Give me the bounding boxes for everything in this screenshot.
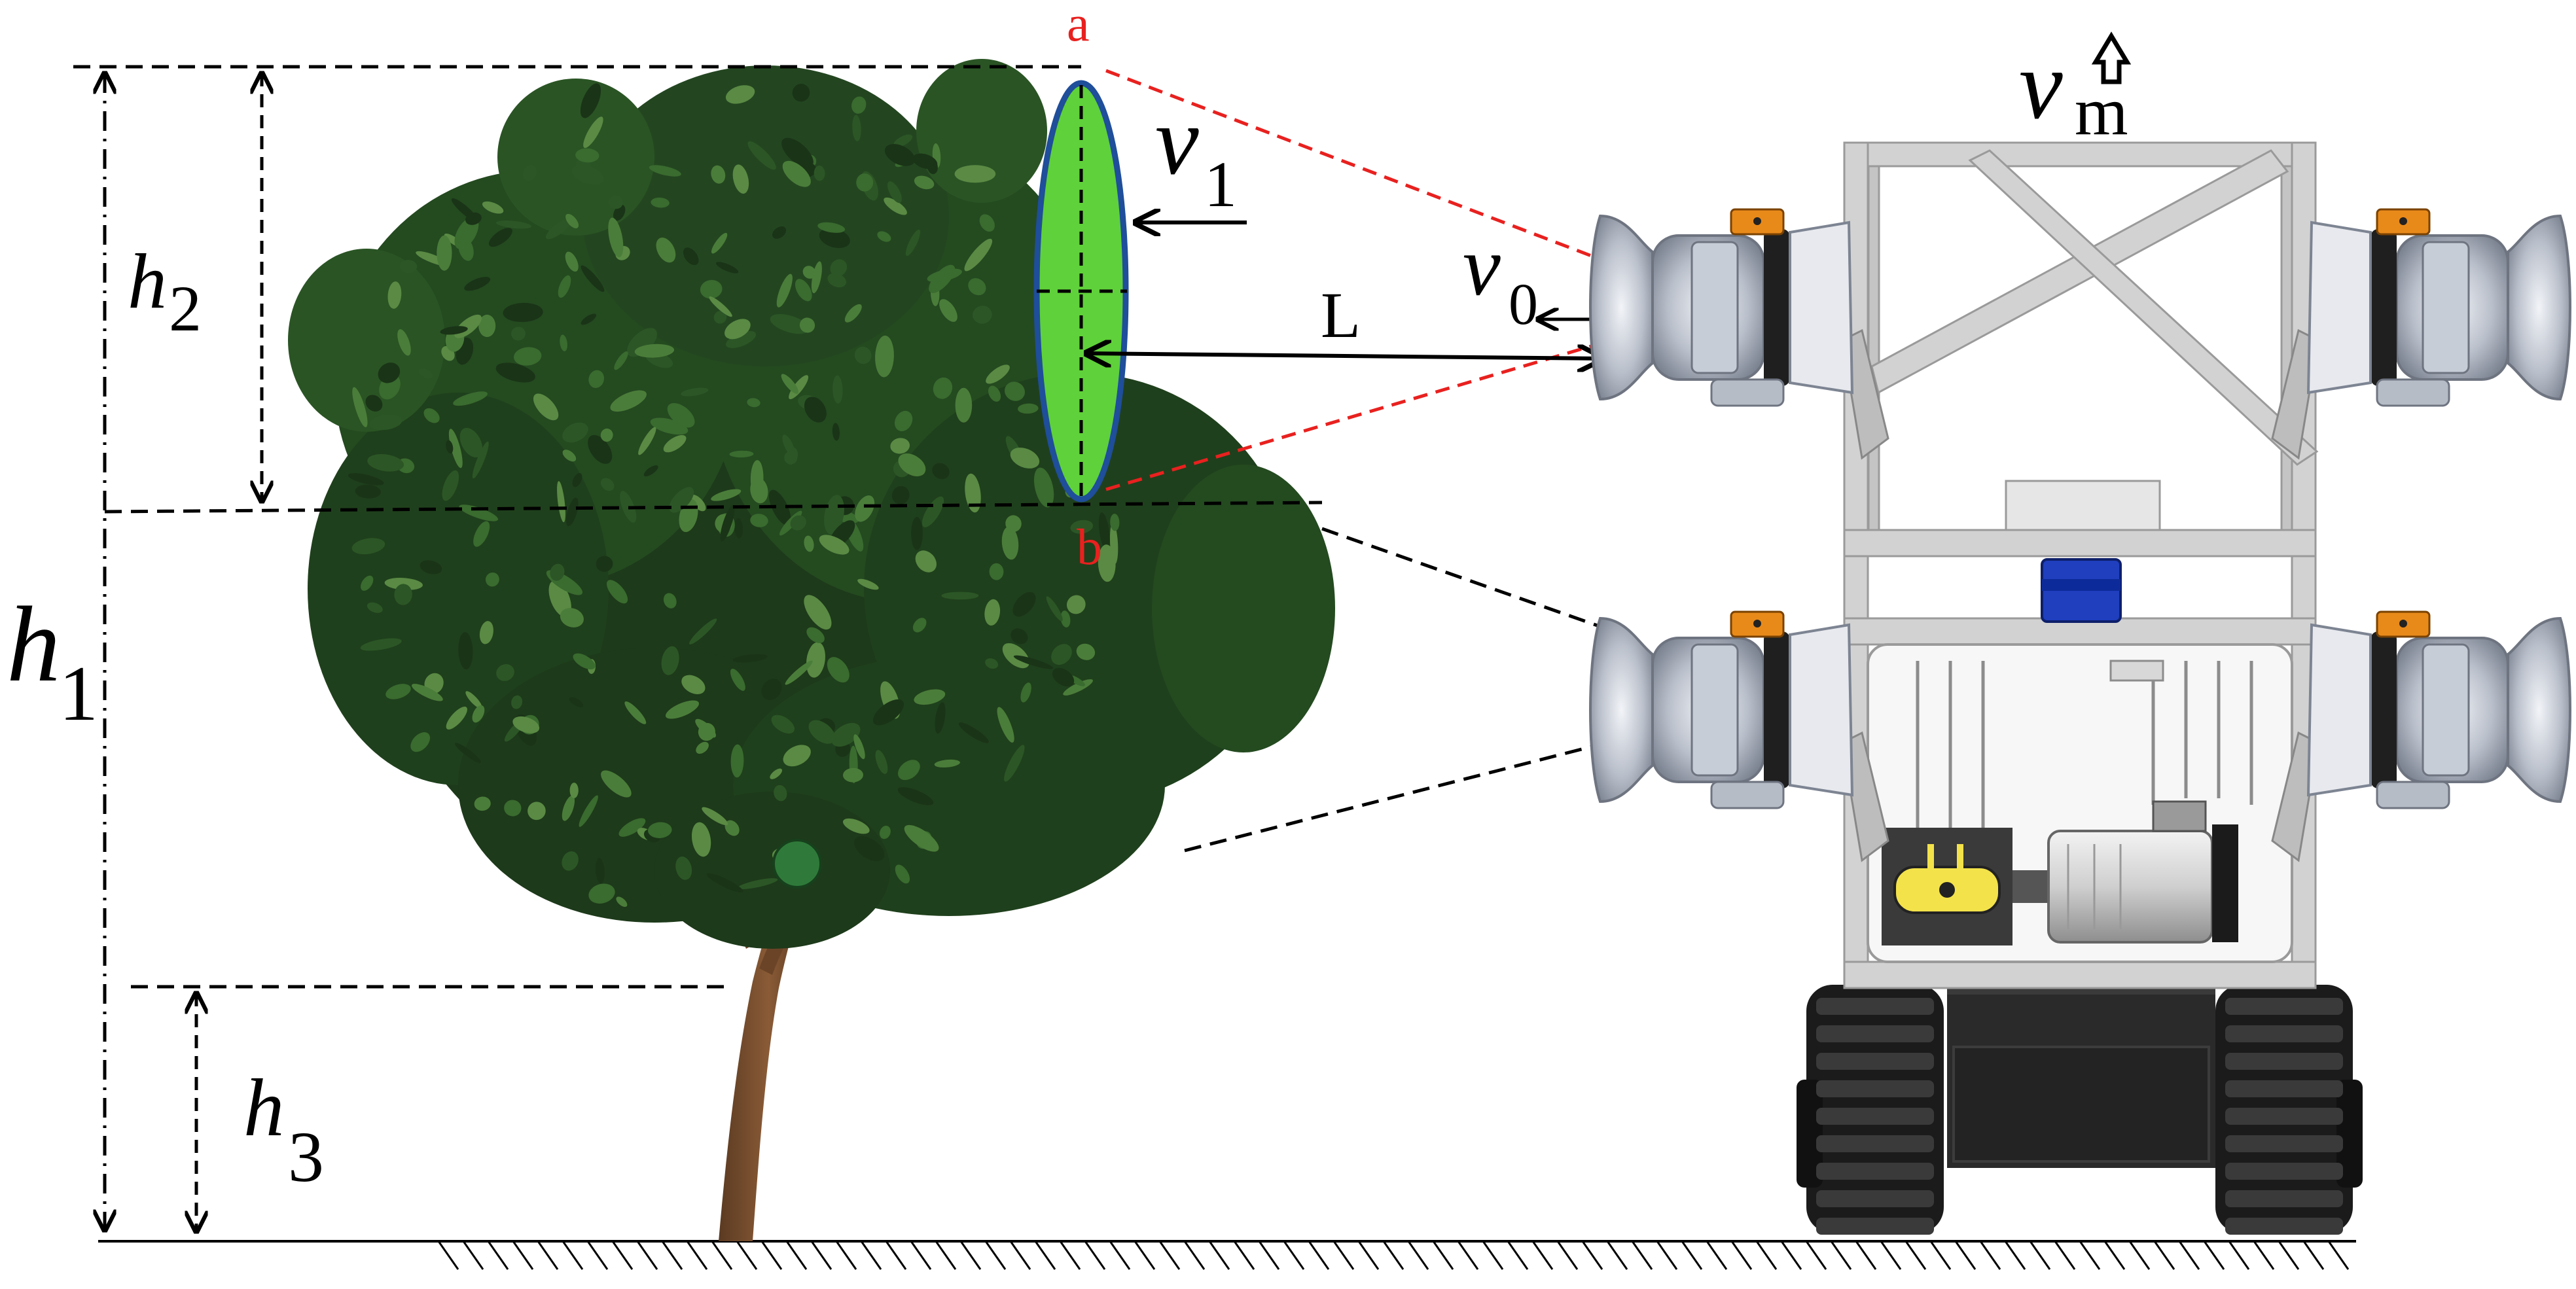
fan-upper-right xyxy=(2271,208,2571,459)
label-point-a: a xyxy=(1067,0,1090,52)
spray-cone-upper xyxy=(1105,69,1607,264)
left-track xyxy=(1797,985,1944,1235)
citrus-tree xyxy=(288,59,1335,1241)
lower-fan-cone-lower xyxy=(1184,741,1605,853)
label-h1: h xyxy=(7,584,61,704)
motor xyxy=(2047,800,2238,944)
label-h2-subscript: 2 xyxy=(169,272,202,345)
tree-trunk xyxy=(719,844,818,1241)
label-vm: v xyxy=(2019,31,2063,139)
citrus-fruit xyxy=(772,839,822,889)
sprayer-machine xyxy=(1589,141,2571,1235)
hollow-up-arrow-icon xyxy=(2091,31,2132,84)
label-v1: v xyxy=(1155,86,1199,195)
label-h2: h xyxy=(128,238,167,325)
label-h3-subscript: 3 xyxy=(288,1117,324,1197)
right-track xyxy=(2215,985,2363,1235)
lidar-sensor-icon xyxy=(2041,558,2122,623)
label-point-b: b xyxy=(1077,518,1102,575)
label-v1-subscript: 1 xyxy=(1204,148,1237,221)
fan-lower-right xyxy=(2271,610,2571,862)
label-L: L xyxy=(1321,279,1361,351)
ground xyxy=(98,1240,2356,1270)
label-vm-subscript: m xyxy=(2075,73,2128,149)
distance-L-arrow xyxy=(1086,353,1602,359)
pump xyxy=(1882,828,2048,945)
spray-cone-lower xyxy=(1105,340,1607,491)
lower-fan-cone-upper xyxy=(1321,527,1605,630)
dimension-annotations xyxy=(73,65,1323,1231)
label-h1-subscript: 1 xyxy=(59,650,98,737)
label-h3: h xyxy=(243,1063,285,1154)
tree-canopy xyxy=(288,59,1335,949)
spray-target xyxy=(1033,69,1607,853)
label-v0-subscript: 0 xyxy=(1509,272,1538,337)
labels: a b o h 2 h 1 h 3 v 1 v 0 L v m xyxy=(7,0,2132,1197)
label-v0: v xyxy=(1463,219,1501,313)
